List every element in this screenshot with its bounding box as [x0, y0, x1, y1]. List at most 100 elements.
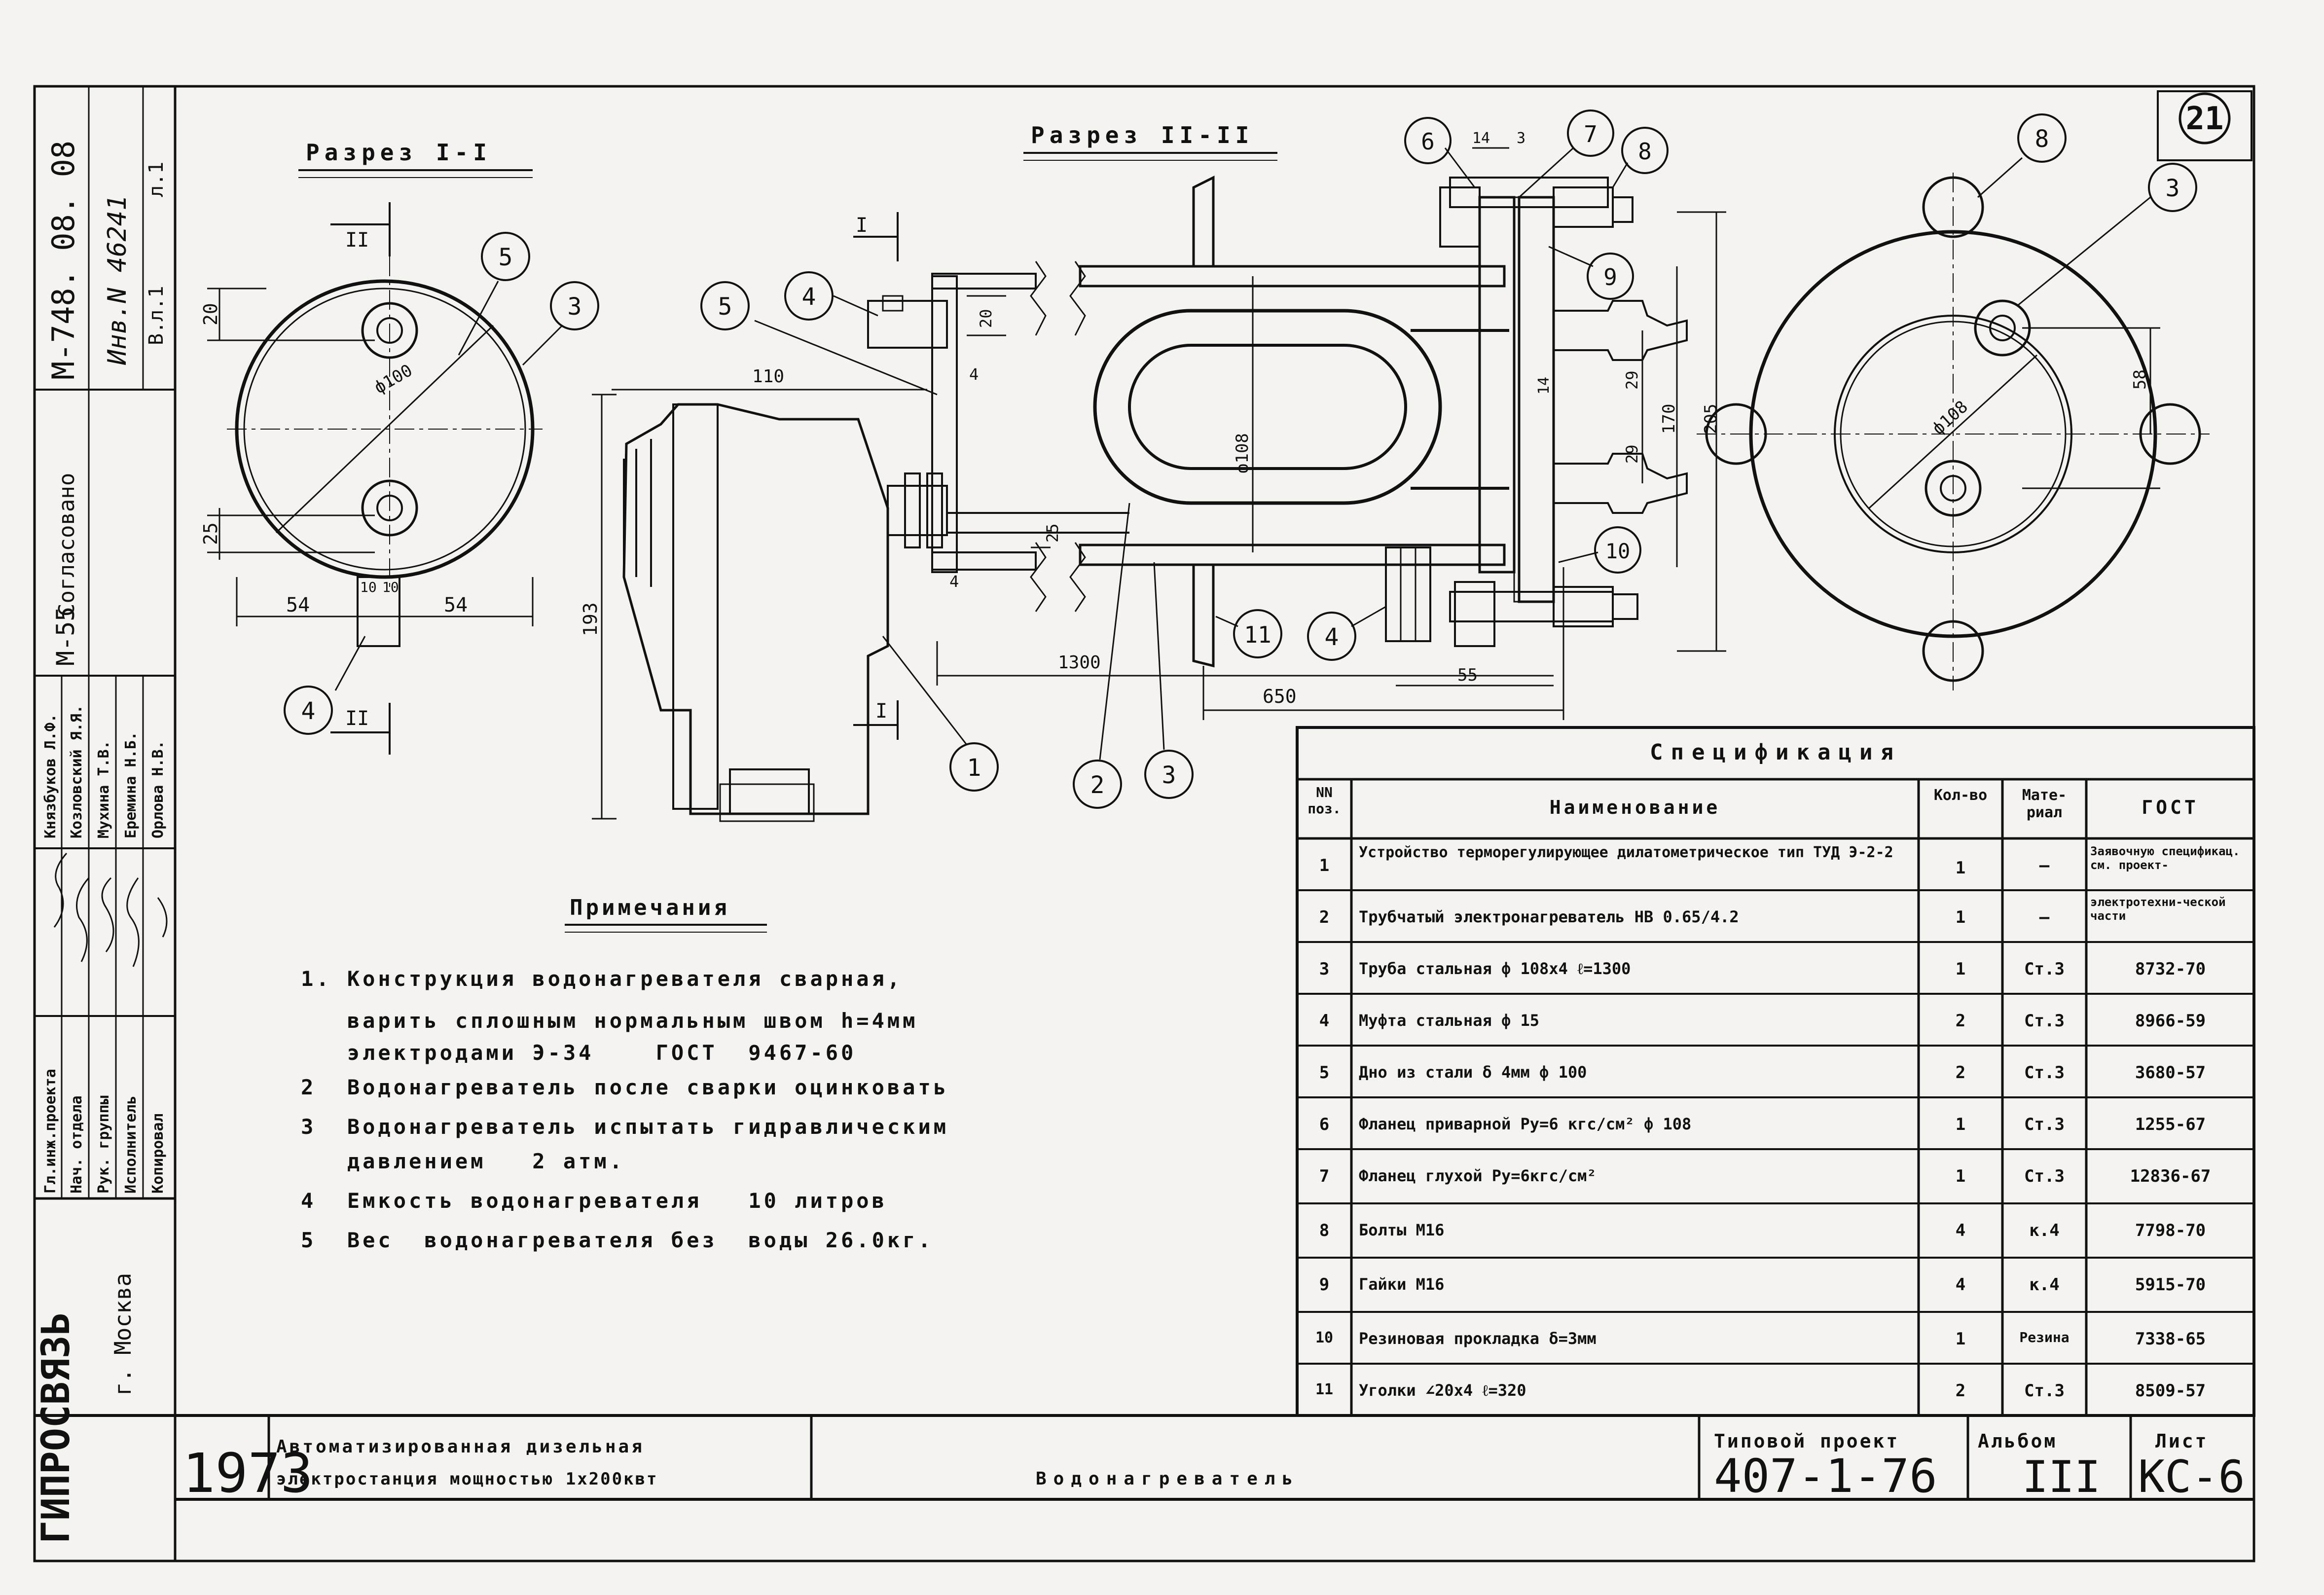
- spec-row-name: Болты М16: [1359, 1221, 1445, 1239]
- sheet-number: 21: [2185, 101, 2223, 137]
- svg-text:7: 7: [1584, 121, 1598, 147]
- org-name: ГИПРОСВЯЗЬ: [34, 1312, 78, 1544]
- angle-support-top: [1192, 175, 1215, 266]
- spec-row-qty: 2: [1955, 1063, 1966, 1083]
- drawing-name: Водонагреватель: [1036, 1469, 1300, 1489]
- spec-row-qty: 4: [1955, 1275, 1966, 1295]
- svg-text:170: 170: [1659, 404, 1679, 434]
- year: 1973: [182, 1442, 313, 1505]
- name-1: Князбуков Л.Ф.: [42, 714, 59, 838]
- spec-header-name: Наименование: [1549, 797, 1721, 818]
- spec-row-pos: 6: [1319, 1115, 1330, 1134]
- role-4: Исполнитель: [122, 1095, 140, 1194]
- spec-row-qty: 4: [1955, 1221, 1966, 1240]
- city: г. Москва: [109, 1273, 136, 1396]
- note-line-6: давлением 2 атм.: [301, 1149, 625, 1173]
- agreed-label: Согласовано: [54, 473, 79, 616]
- role-1: Гл.инж.проекта: [42, 1069, 59, 1194]
- svg-text:193: 193: [580, 602, 601, 636]
- typical-project-label: Типовой проект: [1714, 1430, 1899, 1452]
- tube-wall-top: [1079, 265, 1506, 288]
- spec-row-gost: 8966-59: [2135, 1011, 2206, 1031]
- svg-text:3: 3: [1517, 130, 1525, 147]
- svg-text:II: II: [345, 229, 369, 252]
- title-block: 1973 Автоматизированная дизельная электр…: [175, 1415, 2254, 1505]
- spec-row-gost: 7338-65: [2135, 1329, 2206, 1349]
- svg-text:4: 4: [969, 365, 979, 384]
- sheet-code: КС-6: [2138, 1451, 2245, 1503]
- inv-number: Инв.N 46241: [103, 195, 132, 365]
- section-1-view: Разрез I-I II II ф100 20 25 54 10: [200, 139, 599, 755]
- svg-text:25: 25: [200, 522, 221, 545]
- terminal-top: [1553, 300, 1688, 361]
- svg-text:II: II: [345, 707, 369, 730]
- callout-5: [481, 232, 530, 281]
- spec-row-gost: 7798-70: [2135, 1221, 2206, 1240]
- note-line-4: 2 Водонагреватель после сварки оцинковат…: [301, 1075, 949, 1099]
- spec-row-name: Уголки ∠20х4 ℓ=320: [1359, 1381, 1526, 1400]
- spec-row-material: Ст.3: [2024, 1381, 2065, 1401]
- section-2-view: Разрез II-II I I: [580, 109, 1726, 822]
- svg-text:10: 10: [1605, 539, 1631, 563]
- spec-row-material: Ст.3: [2024, 1166, 2065, 1186]
- spec-row-material: Ст.3: [2024, 1063, 2065, 1083]
- spec-row-qty: 1: [1955, 959, 1966, 979]
- svg-text:ф108: ф108: [1928, 397, 1972, 439]
- blind-flange: [1518, 196, 1555, 603]
- note-line-3: электродами Э-34 ГОСТ 9467-60: [301, 1041, 857, 1065]
- thermostat-housing: [622, 403, 889, 815]
- spec-row-qty: 1: [1955, 1115, 1966, 1134]
- spec-row-gost: электротехни-ческой части: [2090, 895, 2226, 923]
- spec-row-qty: 1: [1955, 1329, 1966, 1349]
- album: III: [2022, 1451, 2101, 1502]
- svg-text:20: 20: [200, 303, 221, 326]
- svg-text:9: 9: [1603, 264, 1617, 290]
- album-label: Альбом: [1978, 1430, 2057, 1452]
- spec-row-gost: 12836-67: [2130, 1166, 2211, 1186]
- spec-row-gost: 5915-70: [2135, 1275, 2206, 1295]
- svg-text:14: 14: [1535, 377, 1553, 395]
- svg-text:110: 110: [752, 366, 784, 387]
- spec-row-gost: Заявочную спецификац. см. проект-: [2090, 844, 2240, 872]
- spec-row-gost: 8509-57: [2135, 1381, 2206, 1401]
- heater-element: [1093, 309, 1442, 505]
- spec-row-pos: 8: [1319, 1221, 1330, 1240]
- note-line-1: 1. Конструкция водонагревателя сварная,: [301, 967, 903, 991]
- svg-text:3: 3: [1162, 761, 1176, 789]
- svg-text:25: 25: [1043, 523, 1062, 543]
- flange-end-view: ф108 58 8 3: [1697, 113, 2210, 690]
- sheet-ref: В.л.1: [145, 286, 168, 345]
- page-ref: л.1: [145, 162, 168, 197]
- svg-text:1: 1: [967, 754, 981, 782]
- spec-row-qty: 1: [1955, 1166, 1966, 1186]
- spec-row-name: Трубчатый электронагреватель НВ 0.65/4.2: [1359, 907, 1739, 926]
- name-2: Козловский Я.Я.: [68, 705, 85, 838]
- spec-header-pos: NN поз.: [1307, 784, 1341, 817]
- svg-text:10: 10: [382, 579, 399, 595]
- project-name-2: электростанция мощностью 1х200квт: [276, 1469, 658, 1489]
- svg-text:55: 55: [1457, 665, 1478, 685]
- spec-row-material: Ст.3: [2024, 1011, 2065, 1031]
- spec-table: [1296, 726, 2255, 1417]
- spec-row-pos: 10: [1315, 1329, 1334, 1346]
- spec-row-gost: 3680-57: [2135, 1063, 2206, 1083]
- spec-row-pos: 2: [1319, 907, 1330, 927]
- spec-header-material: Мате-риал: [2022, 787, 2067, 821]
- agreed-code: М-55: [51, 607, 80, 666]
- svg-text:4: 4: [301, 697, 316, 725]
- svg-text:3: 3: [2166, 175, 2180, 202]
- svg-text:3: 3: [568, 293, 582, 321]
- svg-text:I: I: [856, 214, 868, 237]
- left-stamp: М-748. 08. 08 Инв.N 46241 В.л.1 л.1 Согл…: [34, 86, 175, 1544]
- svg-text:2: 2: [1090, 771, 1105, 799]
- svg-text:650: 650: [1263, 686, 1297, 707]
- spec-row-pos: 11: [1315, 1381, 1334, 1398]
- role-5: Копировал: [149, 1113, 167, 1194]
- section-1-title: Разрез I-I: [306, 139, 492, 166]
- spec-row-pos: 1: [1319, 856, 1330, 875]
- spec-row-name: Дно из стали δ 4мм ф 100: [1359, 1063, 1587, 1082]
- top-coupling: [867, 300, 948, 349]
- signatures: [53, 853, 168, 967]
